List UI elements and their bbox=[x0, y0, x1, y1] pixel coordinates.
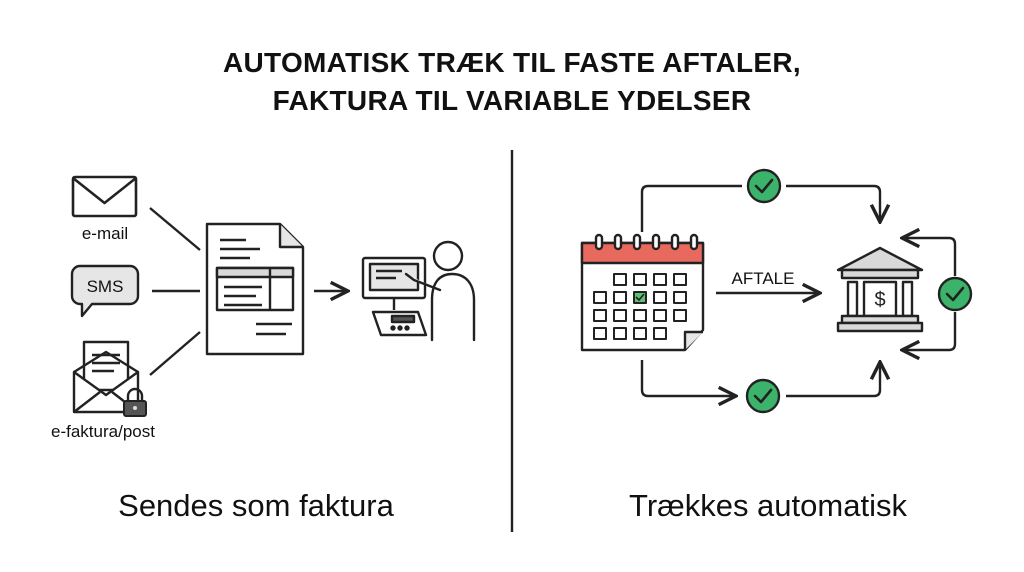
right-caption: Trækkes automatisk bbox=[629, 488, 907, 523]
sms-bubble-icon bbox=[70, 264, 140, 318]
connector-email bbox=[149, 207, 201, 251]
diagram-title: AUTOMATISK TRÆK TIL FASTE AFTALER, FAKTU… bbox=[0, 44, 1024, 120]
agreement-arrow-label: AFTALE bbox=[732, 269, 795, 288]
email-envelope-icon bbox=[71, 175, 138, 218]
right-loop-arrow bbox=[902, 238, 957, 350]
invoice-document-icon bbox=[205, 222, 305, 356]
check-icon-bottom bbox=[745, 378, 781, 414]
calendar-icon bbox=[580, 233, 705, 352]
payment-terminal-icon bbox=[361, 256, 428, 337]
channel-connectors bbox=[149, 207, 201, 376]
title-line-1: AUTOMATISK TRÆK TIL FASTE AFTALER, bbox=[223, 47, 801, 78]
channel-label-sms: SMS bbox=[87, 277, 124, 296]
check-icon-top bbox=[746, 168, 782, 204]
check-icon-right bbox=[937, 276, 973, 312]
top-loop-arrow bbox=[640, 184, 880, 232]
connector-e-invoice bbox=[149, 331, 201, 376]
bottom-loop-arrow bbox=[640, 360, 880, 396]
title-line-2: FAKTURA TIL VARIABLE YDELSER bbox=[272, 85, 752, 116]
e-invoice-envelope-icon bbox=[72, 340, 140, 414]
bank-icon bbox=[836, 246, 924, 333]
left-caption: Sendes som faktura bbox=[118, 488, 394, 523]
lock-icon bbox=[123, 387, 147, 417]
channel-label-email: e-mail bbox=[82, 224, 128, 243]
channel-label-e-invoice: e-faktura/post bbox=[51, 422, 155, 441]
currency-symbol: $ bbox=[874, 289, 885, 311]
person-icon bbox=[404, 240, 476, 342]
